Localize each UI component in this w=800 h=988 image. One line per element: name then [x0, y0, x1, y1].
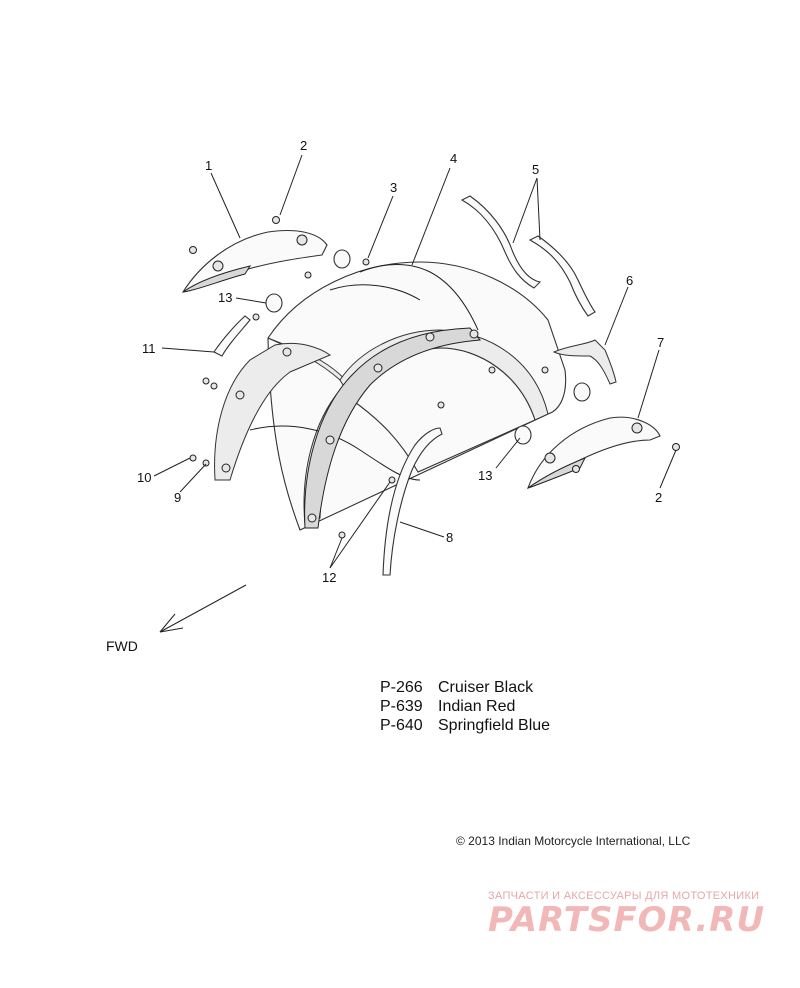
callout-2-top: 2 [300, 138, 307, 153]
callout-11: 11 [142, 341, 156, 356]
rear-fender-part-4 [249, 261, 567, 531]
color-code: P-266 [380, 679, 423, 696]
fender-rail-right [304, 327, 482, 529]
callout-1: 1 [205, 158, 212, 173]
fender-tip-part-7 [527, 416, 661, 490]
callout-3: 3 [390, 180, 397, 195]
copyright-notice: © 2013 Indian Motorcycle International, … [456, 834, 691, 848]
callout-labels: 1 2 3 4 5 6 7 8 9 10 11 12 13 13 2 [137, 138, 664, 585]
callout-6: 6 [626, 273, 633, 288]
callout-7: 7 [657, 335, 664, 350]
color-name: Springfield Blue [438, 717, 551, 734]
trim-strip-part-11 [213, 315, 251, 357]
callout-8: 8 [446, 530, 453, 545]
callout-10: 10 [137, 470, 151, 485]
bracket-part-6 [552, 339, 617, 385]
trim-strip-part-5 [460, 195, 596, 317]
trim-strip-part-8 [382, 427, 443, 576]
forward-arrow [159, 584, 247, 633]
fender-tip-part-1 [181, 229, 328, 293]
color-option: P-266 Cruiser Black [380, 678, 550, 697]
color-name: Cruiser Black [438, 679, 534, 696]
callout-4: 4 [450, 151, 457, 166]
fwd-label: FWD [106, 638, 138, 654]
callout-13-left: 13 [218, 290, 232, 305]
color-code: P-640 [380, 717, 423, 734]
callout-13-right: 13 [478, 468, 492, 483]
fender-rail-left [214, 342, 332, 481]
callout-9: 9 [174, 490, 181, 505]
leader-lines [153, 154, 677, 569]
color-options-list: P-266 Cruiser Black P-639 Indian Red P-6… [380, 678, 550, 735]
hardware-fasteners [189, 216, 680, 539]
color-option: P-640 Springfield Blue [380, 716, 550, 735]
watermark-logo: PARTSFOR.RU [488, 900, 766, 940]
color-code: P-639 [380, 698, 423, 715]
callout-5: 5 [532, 162, 539, 177]
color-option: P-639 Indian Red [380, 697, 550, 716]
plug-part-13 [265, 249, 591, 445]
color-name: Indian Red [438, 698, 516, 715]
watermark: ЗАПЧАСТИ И АКСЕССУАРЫ ДЛЯ МОТОТЕХНИКИ PA… [488, 890, 788, 940]
callout-12: 12 [322, 570, 336, 585]
callout-2-bottom: 2 [655, 490, 662, 505]
watermark-tagline: ЗАПЧАСТИ И АКСЕССУАРЫ ДЛЯ МОТОТЕХНИКИ [488, 890, 760, 902]
